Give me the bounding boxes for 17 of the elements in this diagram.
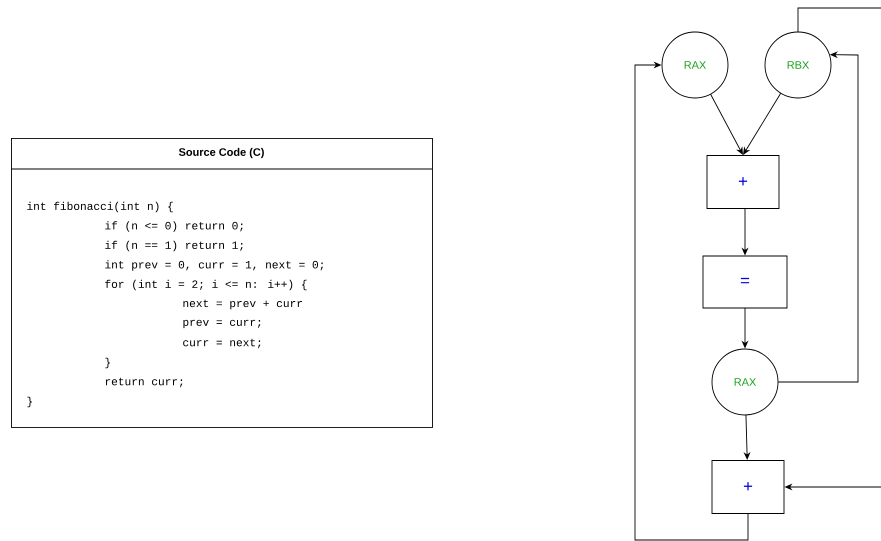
code-line: for (int i = 2; i <= n: i++) { xyxy=(105,280,307,290)
code-line: curr = next; xyxy=(183,338,260,348)
operator-box: + xyxy=(706,155,780,209)
code-line: next = prev + curr xyxy=(183,300,302,310)
operator-box: + xyxy=(712,460,784,514)
operator-box: = xyxy=(702,256,788,308)
panel-heading: Source Code (C) xyxy=(178,148,264,158)
code-line: if (n <= 0) return 0; xyxy=(105,221,243,232)
code-line: } xyxy=(27,396,32,408)
code-line: if (n == 1) return 1; xyxy=(105,240,243,252)
code-panel xyxy=(10,138,433,428)
code-line: prev = curr; xyxy=(183,320,260,328)
code-line: return curr; xyxy=(106,378,182,388)
code-line: } xyxy=(105,358,110,368)
arrow xyxy=(634,61,748,540)
code-line: int prev = 0, curr = 1, next = 0; xyxy=(105,260,323,271)
code-line: int fibonacci(int n) { xyxy=(27,202,173,212)
